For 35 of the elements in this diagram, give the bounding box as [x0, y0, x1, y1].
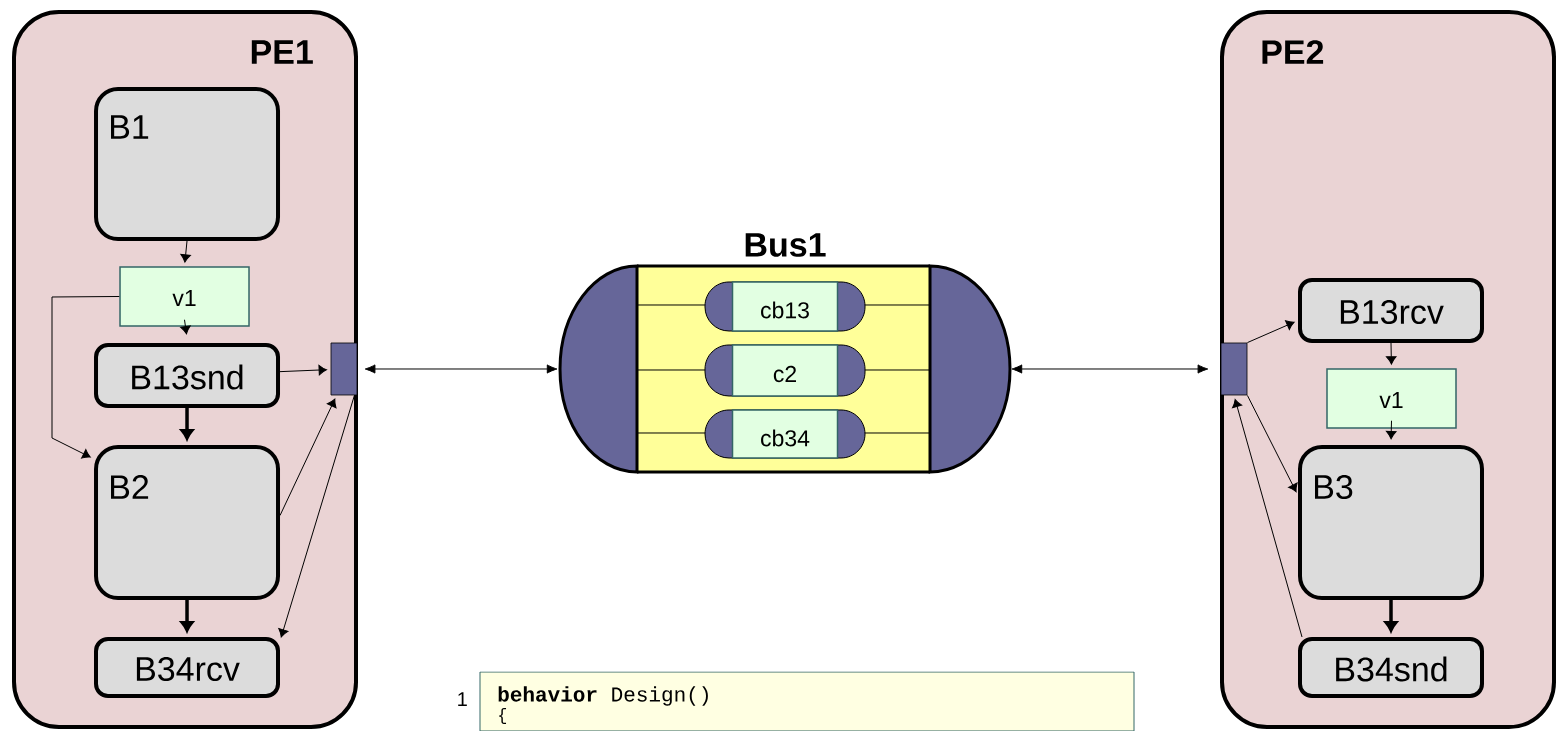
block-box: B34snd: [1298, 637, 1484, 698]
channel-box: cb34: [704, 409, 866, 459]
arrow: [180, 319, 191, 335]
arrow: [1011, 364, 1209, 374]
arrow: [278, 394, 355, 638]
arrow: [180, 240, 191, 263]
arrow: [1246, 320, 1295, 344]
block-box: B2: [94, 445, 280, 600]
code-box: behavior Design() {: [479, 671, 1135, 731]
arrow: [364, 364, 558, 374]
variable-box: v1: [119, 266, 250, 327]
port-box: [1220, 342, 1248, 396]
arrow: [180, 408, 194, 441]
channel-box: cb13: [704, 281, 866, 332]
arrow: [1246, 394, 1298, 493]
block-box: B13rcv: [1298, 278, 1484, 343]
channel-box: c2: [704, 344, 866, 397]
node-label: Bus1: [745, 233, 826, 257]
block-box: B1: [94, 87, 280, 241]
variable-box: v1: [1326, 368, 1457, 429]
block-box: B3: [1298, 445, 1484, 600]
node-label: behavior Design(): [498, 686, 708, 706]
arrow: [279, 364, 327, 376]
arrow: [51, 296, 120, 459]
port-box: [330, 342, 358, 396]
arrow: [279, 398, 337, 516]
arrow: [1386, 420, 1397, 440]
arrow: [1384, 600, 1398, 633]
arrow: [1386, 342, 1397, 365]
arrow: [1232, 398, 1303, 638]
block-box: B34rcv: [94, 637, 280, 698]
node-label: {: [499, 708, 507, 724]
block-box: B13snd: [94, 343, 280, 408]
line-number: 1: [458, 692, 467, 706]
arrow: [180, 600, 194, 633]
